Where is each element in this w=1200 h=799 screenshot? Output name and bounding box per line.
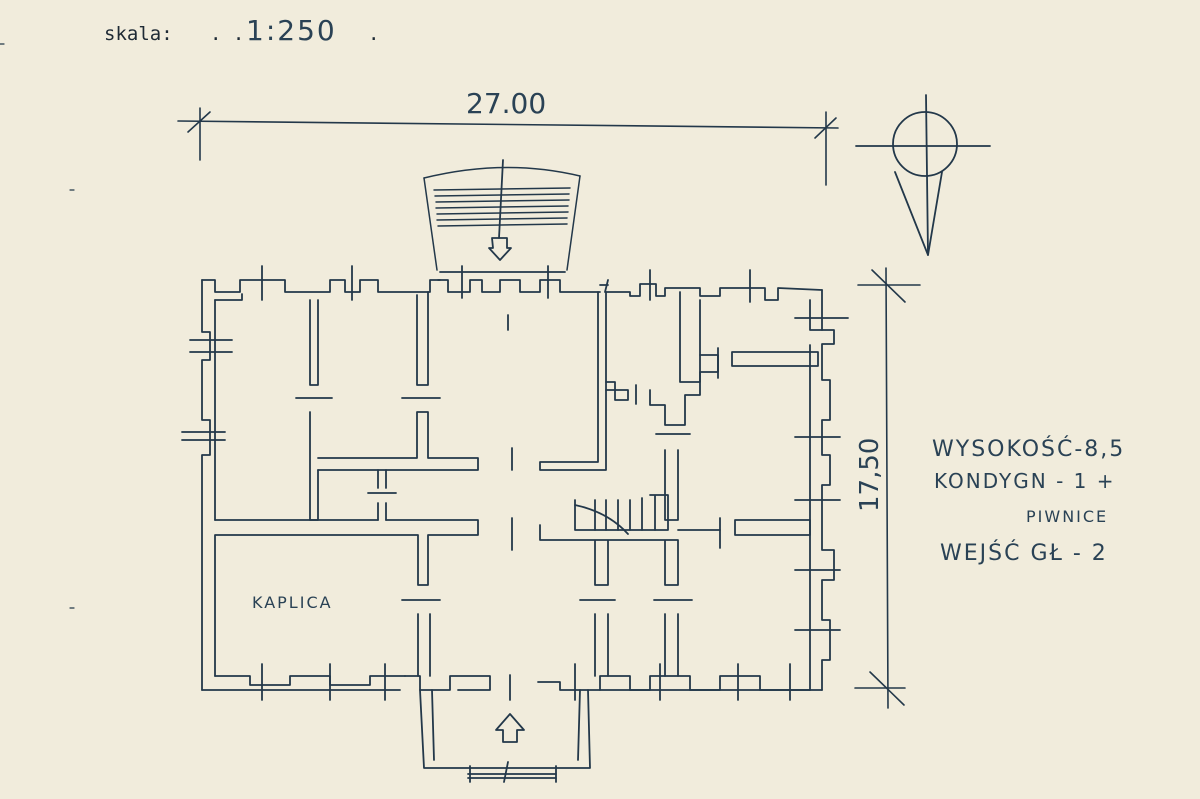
entrance-arrow-icon [488,159,512,261]
scale-label: skala: [104,23,173,45]
note-height: WYSOKOŚĆ-8,5 [932,436,1125,462]
scale-value: 1:250 [246,14,337,47]
width-dimension [177,107,839,186]
scale-header: skala: . . 1:250 . [104,14,379,47]
note-entrances: WEJŚĆ GŁ - 2 [940,540,1108,566]
notes-block: WYSOKOŚĆ-8,5 KONDYGN - 1 + PIWNICE WEJŚĆ… [932,436,1125,566]
margin-marks [0,43,75,609]
north-arrow-icon [855,94,991,256]
depth-dimension [854,267,921,709]
width-dimension-label: 27.00 [466,87,546,120]
room-label-chapel: KAPLICA [252,593,333,612]
scale-dots-before: . . [210,23,244,45]
depth-dimension-label: 17,50 [855,438,885,512]
scale-dots-after: . [368,23,379,45]
note-basement: PIWNICE [1026,507,1108,526]
back-stair [423,166,581,271]
note-storeys: KONDYGN - 1 + [934,469,1115,493]
floor-plan [181,265,849,783]
